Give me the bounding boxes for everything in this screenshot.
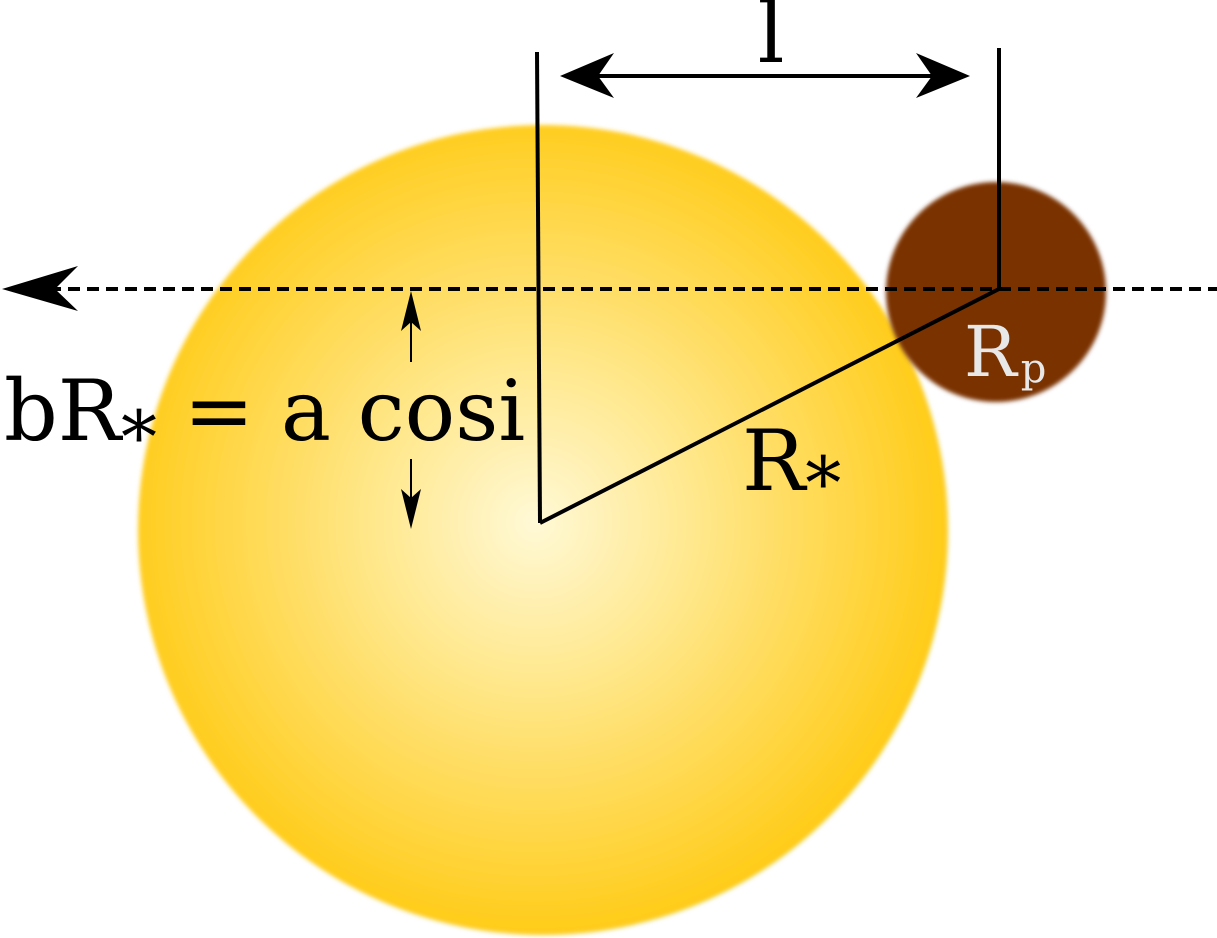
star-radius-label: R*: [742, 412, 841, 525]
impact-up-arrow-icon: [401, 291, 421, 331]
star: [138, 125, 948, 935]
l-left-arrow-icon: [560, 53, 614, 98]
star-radius-label-subscript: *: [805, 441, 841, 525]
planet-radius-label-subscript: p: [1021, 346, 1047, 392]
l-label: l: [758, 0, 785, 82]
line-of-sight-arrow-icon: [2, 266, 78, 311]
impact-parameter-label: bR* = a cosi: [4, 362, 525, 479]
star-radius-label-main: R: [742, 412, 808, 510]
star-center-vertical: [535, 51, 542, 524]
l-right-arrow-icon: [916, 53, 970, 98]
impact-label-main: bR: [4, 362, 124, 460]
impact-label-subscript: *: [121, 395, 157, 479]
planet-radius-label-main: R: [964, 311, 1019, 393]
star-radius-line: [539, 287, 1000, 525]
impact-label-rest: = a cosi: [157, 362, 525, 460]
impact-down-arrow-icon: [401, 489, 421, 529]
